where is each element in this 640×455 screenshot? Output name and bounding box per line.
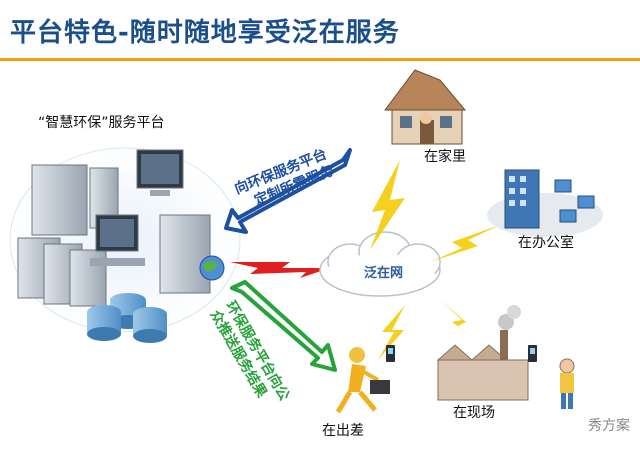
lightning-icon [370, 160, 500, 360]
factory-icon [436, 305, 529, 401]
phone-icon [386, 345, 537, 362]
office-label: 在办公室 [518, 235, 574, 251]
watermark: 秀方案 [588, 418, 630, 434]
push-arrow [230, 280, 337, 372]
globe-icon [199, 255, 225, 281]
database-icon [87, 293, 167, 343]
travel-label: 在出差 [322, 423, 364, 439]
platform-label: “智慧环保”服务平台 [38, 115, 165, 131]
home-label: 在家里 [424, 149, 466, 165]
page-title: 平台特色-随时随地享受泛在服务 [10, 18, 400, 48]
cloud-label: 泛在网 [364, 266, 404, 281]
field-worker-icon [559, 358, 575, 409]
office-building-icon [487, 169, 603, 237]
field-label: 在现场 [453, 405, 495, 421]
request-arrow [224, 148, 352, 234]
house-icon [384, 69, 467, 145]
red-lightning-icon [230, 262, 330, 278]
monitor-icon [90, 149, 184, 266]
title-divider [0, 58, 640, 61]
cloud-icon [319, 231, 441, 297]
business-traveler-icon [335, 347, 390, 414]
